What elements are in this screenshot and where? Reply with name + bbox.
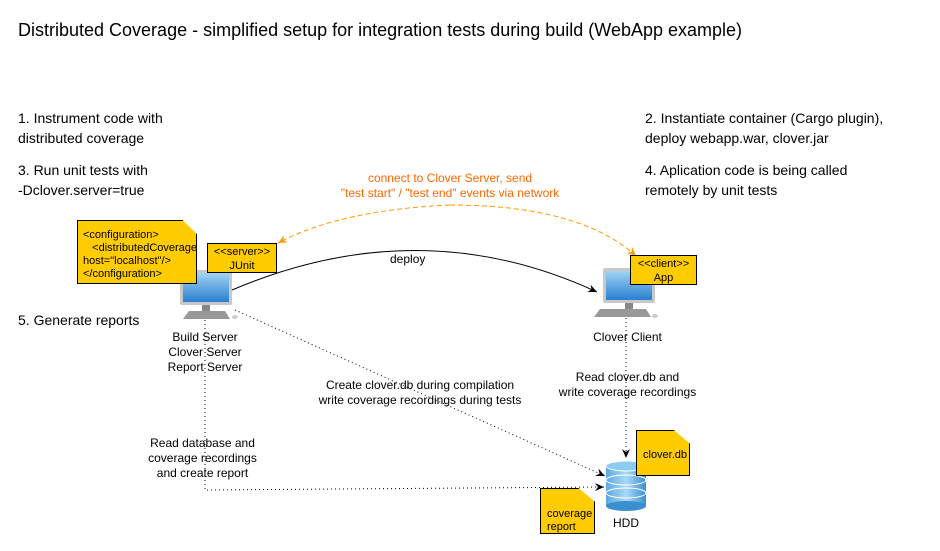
network-edge [449,204,637,257]
hdd-label: HDD [613,516,639,530]
diagram-title: Distributed Coverage - simplified setup … [18,20,743,40]
step-2: 2. Instantiate container (Cargo plugin),… [645,110,884,146]
server-stereotype-box: <<server>> JUnit [207,243,277,273]
clover-client-label: Clover Client [593,330,662,344]
client-db-label: Read clover.db and write coverage record… [558,370,697,399]
build-server-label: Build Server Clover Server Report Server [167,330,243,374]
step-3: 3. Run unit tests with -Dclover.server=t… [18,162,148,198]
report-label: Read database and coverage recordings an… [148,436,257,480]
clover-db-note: clover.db [636,430,690,476]
deploy-label: deploy [390,252,426,266]
config-note: <configuration> <distributedCoverage hos… [77,220,197,284]
network-edge [277,204,451,244]
client-stereotype-box: <<client>> App [630,255,697,285]
step-5: 5. Generate reports [18,312,140,328]
deploy-edge [231,250,598,293]
network-label: connect to Clover Server, send "test sta… [340,171,560,200]
coverage-report-note: coverage report [540,488,595,534]
create-label: Create clover.db during compilation writ… [318,378,522,407]
step-4: 4. Aplication code is being called remot… [645,162,848,198]
step-1: 1. Instrument code with distributed cove… [18,110,163,146]
report-edge [204,320,605,492]
